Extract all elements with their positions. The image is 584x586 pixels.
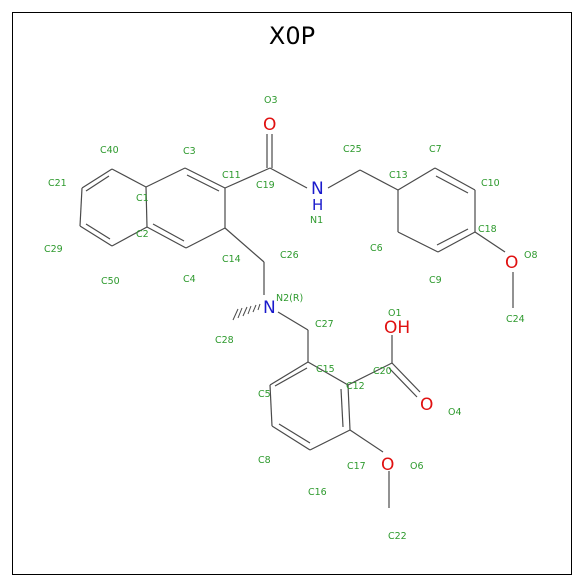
bond: [79, 225, 113, 247]
diagram-frame: [12, 12, 572, 575]
bond: [269, 384, 273, 427]
element-symbols: O N H O N OH O O: [263, 115, 518, 475]
atom-label: C10: [481, 178, 500, 189]
atom-label: C18: [478, 224, 497, 235]
bond: [359, 169, 399, 191]
bond: [340, 388, 344, 428]
atom-label: C19: [256, 180, 275, 191]
bond: [152, 223, 185, 242]
atom-label: C14: [222, 254, 241, 265]
bond: [271, 425, 311, 451]
o3-symbol: O: [263, 115, 276, 135]
atom-label: C29: [44, 244, 63, 255]
atom-label: C50: [101, 276, 120, 287]
atom-label: C21: [48, 178, 67, 189]
bond: [269, 361, 309, 386]
o6-symbol: O: [381, 455, 394, 475]
atom-label: O1: [388, 308, 402, 319]
bond: [111, 226, 148, 247]
bond: [474, 231, 506, 253]
bond: [274, 367, 308, 387]
o4-symbol: O: [420, 395, 433, 415]
atom-label: C12: [346, 381, 365, 392]
n2-symbol: N: [263, 298, 276, 318]
bond: [309, 429, 351, 451]
bond: [277, 311, 309, 331]
bond: [224, 227, 265, 263]
atom-label: C3: [183, 146, 196, 157]
atom-label: C7: [429, 144, 442, 155]
atom-label: O8: [524, 250, 538, 261]
atom-label: C4: [183, 274, 196, 285]
bond: [397, 167, 436, 191]
atom-label: C22: [388, 531, 407, 542]
atom-label: C28: [215, 335, 234, 346]
bond: [435, 175, 469, 194]
o8-symbol: O: [505, 253, 518, 273]
n1-hydrogen-symbol: H: [312, 196, 323, 214]
bond: [349, 429, 384, 453]
atom-label: C6: [370, 243, 383, 254]
bond: [269, 167, 308, 189]
bond: [186, 174, 220, 192]
bond: [79, 187, 83, 227]
atom-label: C40: [100, 145, 119, 156]
o1-symbol: OH: [384, 318, 410, 338]
atom-label: N1: [310, 215, 323, 226]
bond: [307, 361, 349, 386]
bond: [224, 167, 271, 189]
atom-label: C9: [429, 275, 442, 286]
bond: [388, 367, 418, 398]
atom-label: N2(R): [276, 293, 303, 304]
atom-label: C27: [315, 319, 334, 330]
bond: [436, 228, 469, 246]
atom-labels: O3 C40 C3 C25 C7 C11 C13 C21 C19 C10 C1 …: [44, 95, 538, 542]
bond: [347, 362, 393, 386]
bond: [185, 227, 226, 249]
atom-label: C1: [136, 193, 149, 204]
atom-label: C16: [308, 487, 327, 498]
bond: [145, 167, 186, 188]
bond: [391, 362, 421, 393]
bond: [184, 167, 226, 189]
bond: [85, 223, 111, 240]
atom-label: C24: [506, 314, 525, 325]
bond: [347, 384, 351, 431]
bonds: [79, 134, 514, 508]
atom-label: C17: [347, 461, 366, 472]
atom-label: C5: [258, 389, 271, 400]
atom-label: O4: [448, 407, 462, 418]
bond: [434, 167, 476, 191]
atom-label: C13: [389, 170, 408, 181]
bond: [85, 175, 110, 192]
bond: [146, 226, 187, 249]
atom-label: O6: [410, 461, 424, 472]
bond: [145, 186, 148, 228]
atom-label: C26: [280, 250, 299, 261]
atom-label: C2: [136, 229, 149, 240]
atom-label: C15: [316, 364, 335, 375]
atom-label: C25: [343, 144, 362, 155]
bond: [327, 169, 361, 189]
bond: [437, 231, 476, 253]
atom-label: O3: [264, 95, 278, 106]
n1-symbol: N: [311, 179, 324, 199]
atom-label: C11: [222, 170, 241, 181]
atom-label: C20: [373, 366, 392, 377]
atom-label: C8: [258, 455, 271, 466]
bond: [278, 423, 311, 444]
bond: [397, 231, 439, 253]
bond: [111, 168, 147, 188]
hashed-wedge-bond: [232, 303, 261, 321]
molecule-title: X0P: [268, 22, 316, 50]
bond: [81, 168, 113, 189]
